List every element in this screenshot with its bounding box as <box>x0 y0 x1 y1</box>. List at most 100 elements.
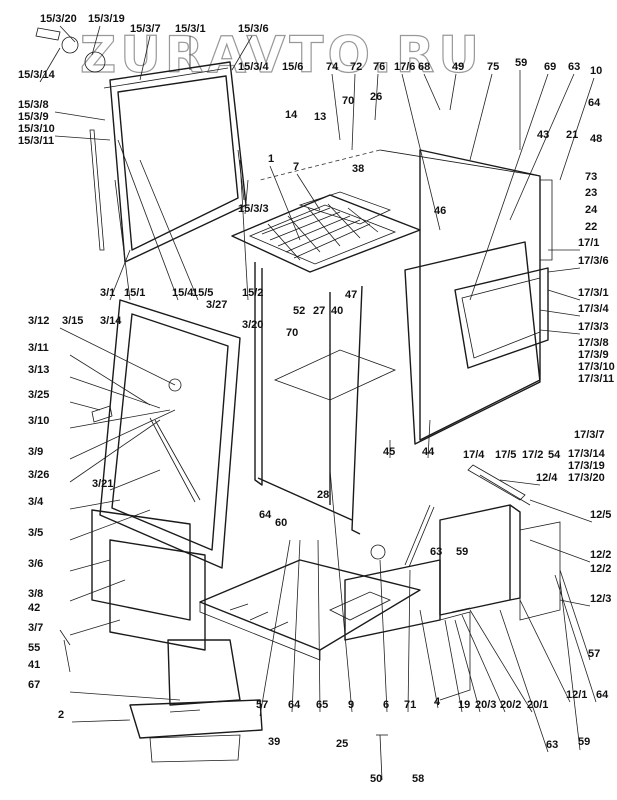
part-label: 59 <box>456 546 468 558</box>
leader-line <box>329 469 353 713</box>
leader-line <box>547 289 581 301</box>
part-label: 15/3/9 <box>18 111 49 123</box>
part-label: 3/9 <box>28 446 43 458</box>
right-door <box>404 179 553 445</box>
part-label: 3/27 <box>206 299 227 311</box>
part-label: 57 <box>256 699 268 711</box>
leader-line <box>559 579 581 751</box>
leader-line <box>69 691 181 701</box>
part-label: 4 <box>434 696 441 708</box>
part-label: 20/3 <box>475 699 496 711</box>
leader-line <box>114 179 131 301</box>
leader-line <box>529 539 591 563</box>
part-label: 75 <box>487 61 499 73</box>
leader-line <box>401 73 441 231</box>
leader-line <box>69 579 126 602</box>
leader-line <box>117 139 179 301</box>
part-label: 57 <box>588 648 600 660</box>
part-label: 15/3/19 <box>88 13 125 25</box>
leader-line <box>69 619 121 636</box>
part-label: 69 <box>544 61 556 73</box>
leader-line <box>499 609 549 753</box>
right-enclosure <box>344 464 561 701</box>
leader-line <box>423 73 441 111</box>
part-label: 73 <box>585 171 597 183</box>
part-label: 17/4 <box>463 449 485 461</box>
part-label: 58 <box>412 773 424 785</box>
part-label: 17/3/11 <box>578 373 614 385</box>
part-label: 17/3/8 <box>578 337 609 349</box>
part-label: 17/3/14 <box>568 448 606 460</box>
part-label: 14 <box>285 109 298 121</box>
part-label: 17/3/9 <box>578 349 609 361</box>
part-label: 3/10 <box>28 415 49 427</box>
part-label: 26 <box>370 91 382 103</box>
part-label: 25 <box>336 738 348 750</box>
leader-line <box>59 25 76 43</box>
leader-line <box>69 559 111 572</box>
leader-line <box>469 73 549 301</box>
part-label: 47 <box>345 289 357 301</box>
part-label: 17/6 <box>394 61 415 73</box>
leader-line <box>351 73 356 151</box>
part-label: 45 <box>383 446 395 458</box>
part-label: 76 <box>373 61 385 73</box>
part-label: 17/3/4 <box>578 303 609 315</box>
part-label: 17/5 <box>495 449 516 461</box>
part-label: 60 <box>275 517 287 529</box>
part-label: 7 <box>293 161 299 173</box>
leader-line <box>554 574 597 703</box>
leader-line <box>317 539 321 713</box>
part-label: 15/6 <box>282 61 303 73</box>
part-label: 12/2 <box>590 563 611 575</box>
part-label: 52 <box>293 305 305 317</box>
leader-line <box>69 419 161 483</box>
part-label: 13 <box>314 111 326 123</box>
part-label: 15/1 <box>124 287 145 299</box>
part-label: 17/2 <box>522 449 543 461</box>
part-label: 3/12 <box>28 315 49 327</box>
leader-line <box>454 619 481 713</box>
part-label: 17/3/19 <box>568 460 605 472</box>
part-label: 55 <box>28 642 40 654</box>
leader-line <box>374 73 379 121</box>
part-label: 12/4 <box>536 472 558 484</box>
part-label: 74 <box>326 61 339 73</box>
part-label: 17/3/20 <box>568 472 605 484</box>
leader-line <box>109 249 131 301</box>
part-label: 3/11 <box>28 342 49 354</box>
part-label: 15/3/4 <box>238 61 269 73</box>
leader-line <box>519 599 571 703</box>
part-label: 39 <box>268 736 280 748</box>
leader-line <box>139 159 199 301</box>
part-label: 38 <box>352 163 364 175</box>
part-label: 42 <box>28 602 40 614</box>
part-label: 67 <box>28 679 40 691</box>
part-label: 15/3/8 <box>18 99 49 111</box>
leader-line <box>231 35 253 71</box>
part-label: 63 <box>568 61 580 73</box>
part-label: 65 <box>316 699 328 711</box>
bolt <box>376 734 388 781</box>
part-label: 15/4 <box>172 287 194 299</box>
leader-line <box>539 309 581 317</box>
leader-line <box>407 569 411 713</box>
part-label: 3/25 <box>28 389 49 401</box>
leader-line <box>71 719 131 723</box>
leader-line <box>461 614 506 713</box>
leader-line <box>419 609 439 709</box>
part-label: 3/5 <box>28 527 43 539</box>
part-label: 54 <box>548 449 561 461</box>
part-label: 12/2 <box>590 549 611 561</box>
part-label: 12/5 <box>590 509 611 521</box>
part-label: 17/3/7 <box>574 429 605 441</box>
part-label: 3/8 <box>28 588 43 600</box>
part-label: 15/3/3 <box>238 203 269 215</box>
part-label: 41 <box>28 659 40 671</box>
part-label: 20/1 <box>527 699 548 711</box>
leader-line <box>69 354 151 406</box>
leader-line <box>139 35 151 81</box>
part-label: 40 <box>331 305 343 317</box>
leader-line <box>469 73 493 161</box>
leader-lines <box>39 25 597 753</box>
